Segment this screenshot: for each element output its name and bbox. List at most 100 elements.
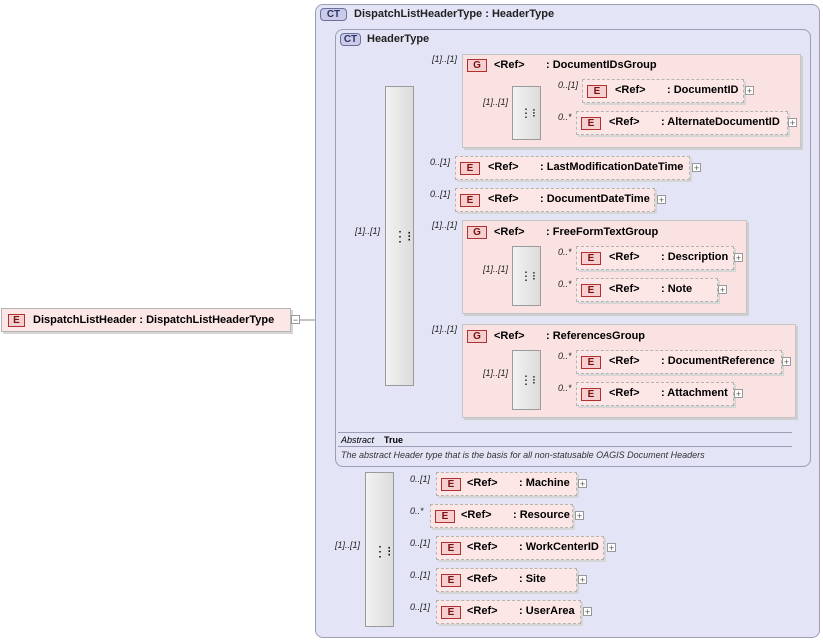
element-badge: E	[581, 284, 601, 297]
sequence-icon: ⋮⁝	[520, 373, 536, 387]
cardinality: 0..[1]	[410, 602, 431, 612]
element-documentreference[interactable]: E <Ref> : DocumentReference	[576, 350, 782, 374]
expand-toggle[interactable]: +	[692, 163, 701, 173]
element-lastmodificationdatetime[interactable]: E <Ref> : LastModificationDateTime	[455, 156, 690, 180]
ref-label: <Ref>	[467, 477, 498, 489]
ref-label: <Ref>	[467, 573, 498, 585]
element-documentid[interactable]: E <Ref> : DocumentID	[582, 79, 744, 103]
ref-label: <Ref>	[609, 283, 640, 295]
element-badge: E	[581, 117, 601, 130]
sequence-compositor[interactable]: ⋮⁝	[512, 246, 541, 306]
ref-label: <Ref>	[488, 161, 519, 173]
element-userarea[interactable]: E <Ref> : UserArea	[436, 600, 581, 624]
element-resource[interactable]: E <Ref> : Resource	[430, 504, 573, 528]
root-element-label: DispatchListHeader : DispatchListHeaderT…	[33, 314, 275, 326]
ref-label: <Ref>	[467, 605, 498, 617]
element-attachment[interactable]: E <Ref> : Attachment	[576, 382, 734, 406]
ref-label: <Ref>	[494, 59, 525, 71]
element-name: : Resource	[513, 509, 570, 521]
element-badge: E	[441, 574, 461, 587]
element-site[interactable]: E <Ref> : Site	[436, 568, 577, 592]
element-badge: E	[587, 85, 607, 98]
element-name: : AlternateDocumentID	[661, 116, 780, 128]
root-element[interactable]: E DispatchListHeader : DispatchListHeade…	[1, 308, 291, 332]
ref-label: <Ref>	[494, 330, 525, 342]
expand-toggle[interactable]: +	[782, 357, 791, 367]
cardinality: [1]..[1]	[335, 540, 361, 550]
sequence-compositor[interactable]: ⋮⁝	[365, 472, 394, 627]
element-name: : WorkCenterID	[519, 541, 599, 553]
element-badge: E	[435, 510, 455, 523]
complex-type-badge: CT	[340, 33, 361, 46]
element-note[interactable]: E <Ref> : Note	[576, 278, 718, 302]
ref-label: <Ref>	[609, 251, 640, 263]
sequence-icon: ⋮⁝	[520, 106, 536, 120]
sequence-compositor[interactable]: ⋮⁝	[385, 86, 414, 386]
ref-label: <Ref>	[467, 541, 498, 553]
element-documentdatetime[interactable]: E <Ref> : DocumentDateTime	[455, 188, 655, 212]
divider	[338, 446, 792, 447]
expand-toggle[interactable]: +	[734, 389, 743, 399]
expand-toggle[interactable]: +	[745, 86, 754, 96]
ref-label: <Ref>	[494, 226, 525, 238]
abstract-label: Abstract	[341, 435, 375, 445]
element-badge: E	[441, 542, 461, 555]
expand-toggle[interactable]: +	[734, 253, 743, 263]
cardinality: 0..[1]	[558, 80, 579, 90]
cardinality: 0..[1]	[410, 538, 431, 548]
expand-toggle[interactable]: +	[578, 479, 587, 489]
cardinality: 0..[1]	[410, 570, 431, 580]
element-name: : Note	[661, 283, 693, 295]
ref-label: <Ref>	[609, 116, 640, 128]
expand-toggle[interactable]: +	[607, 543, 616, 553]
ref-label: <Ref>	[488, 193, 519, 205]
sequence-compositor[interactable]: ⋮⁝	[512, 350, 541, 410]
expand-toggle[interactable]: +	[718, 285, 727, 295]
cardinality: 0..[1]	[430, 189, 451, 199]
element-badge: E	[460, 162, 480, 175]
sequence-compositor[interactable]: ⋮⁝	[512, 86, 541, 140]
ref-label: <Ref>	[609, 355, 640, 367]
cardinality: 0..*	[558, 279, 572, 289]
expand-toggle[interactable]: +	[788, 118, 797, 128]
cardinality: [1]..[1]	[483, 368, 509, 378]
element-description[interactable]: E <Ref> : Description	[576, 246, 734, 270]
cardinality: [1]..[1]	[432, 324, 458, 334]
expand-toggle[interactable]: +	[575, 511, 584, 521]
ref-label: <Ref>	[615, 84, 646, 96]
cardinality: [1]..[1]	[483, 97, 509, 107]
group-badge: G	[467, 330, 487, 343]
element-alternatedocumentid[interactable]: E <Ref> : AlternateDocumentID	[576, 111, 788, 135]
cardinality: 0..*	[410, 506, 424, 516]
cardinality: [1]..[1]	[432, 54, 458, 64]
element-name: : DocumentReference	[661, 355, 775, 367]
group-name: : ReferencesGroup	[546, 330, 646, 342]
element-name: : LastModificationDateTime	[540, 161, 684, 173]
element-machine[interactable]: E <Ref> : Machine	[436, 472, 577, 496]
cardinality: 0..*	[558, 351, 572, 361]
expand-toggle[interactable]: +	[578, 575, 587, 585]
cardinality: 0..*	[558, 383, 572, 393]
element-workcenterid[interactable]: E <Ref> : WorkCenterID	[436, 536, 604, 560]
element-name: : Site	[519, 573, 546, 585]
cardinality: [1]..[1]	[355, 226, 381, 236]
cardinality: [1]..[1]	[432, 220, 458, 230]
expand-toggle[interactable]: +	[583, 607, 592, 617]
sequence-icon: ⋮⁝	[373, 543, 392, 559]
ref-label: <Ref>	[609, 387, 640, 399]
cardinality: 0..*	[558, 112, 572, 122]
element-badge: E	[581, 252, 601, 265]
element-name: : Machine	[519, 477, 570, 489]
element-name: : DocumentDateTime	[540, 193, 650, 205]
complex-type-title: DispatchListHeaderType : HeaderType	[354, 8, 555, 20]
group-badge: G	[467, 59, 487, 72]
documentation-text: The abstract Header type that is the bas…	[341, 450, 705, 460]
cardinality: 0..[1]	[430, 157, 451, 167]
collapse-toggle[interactable]: −	[291, 315, 300, 325]
cardinality: 0..[1]	[410, 474, 431, 484]
expand-toggle[interactable]: +	[657, 195, 666, 205]
element-name: : UserArea	[519, 605, 575, 617]
sequence-icon: ⋮⁝	[393, 228, 412, 244]
abstract-value: True	[384, 435, 404, 445]
sequence-icon: ⋮⁝	[520, 269, 536, 283]
